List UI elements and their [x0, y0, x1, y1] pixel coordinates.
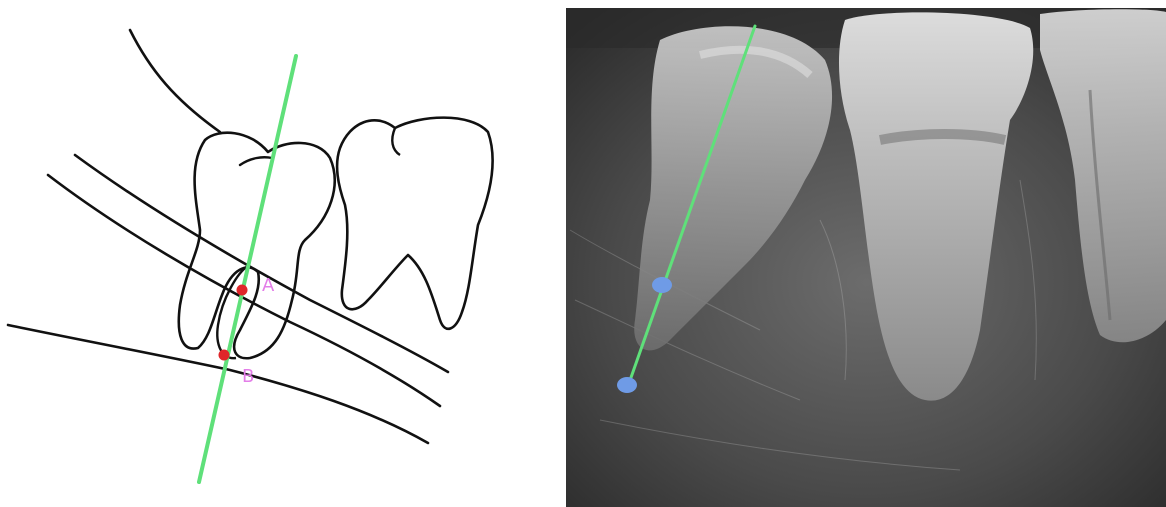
- marker-b: [219, 350, 230, 361]
- xray-marker-upper: [652, 277, 672, 293]
- marker-a: [237, 285, 248, 296]
- label-b: B: [242, 366, 254, 387]
- outline-stroke: [130, 30, 220, 132]
- sketch-panel: A B: [8, 30, 493, 482]
- label-a: A: [262, 275, 275, 296]
- radiograph-panel: [566, 8, 1166, 507]
- tooth-axis-line: [199, 56, 296, 482]
- molar-crown-groove: [392, 128, 400, 155]
- xray-marker-lower: [617, 377, 637, 393]
- adjacent-molar-outline: [337, 118, 492, 329]
- canal-line-upper: [75, 155, 448, 372]
- tooth-crown-groove: [240, 157, 272, 165]
- impacted-tooth-outline: [179, 133, 335, 359]
